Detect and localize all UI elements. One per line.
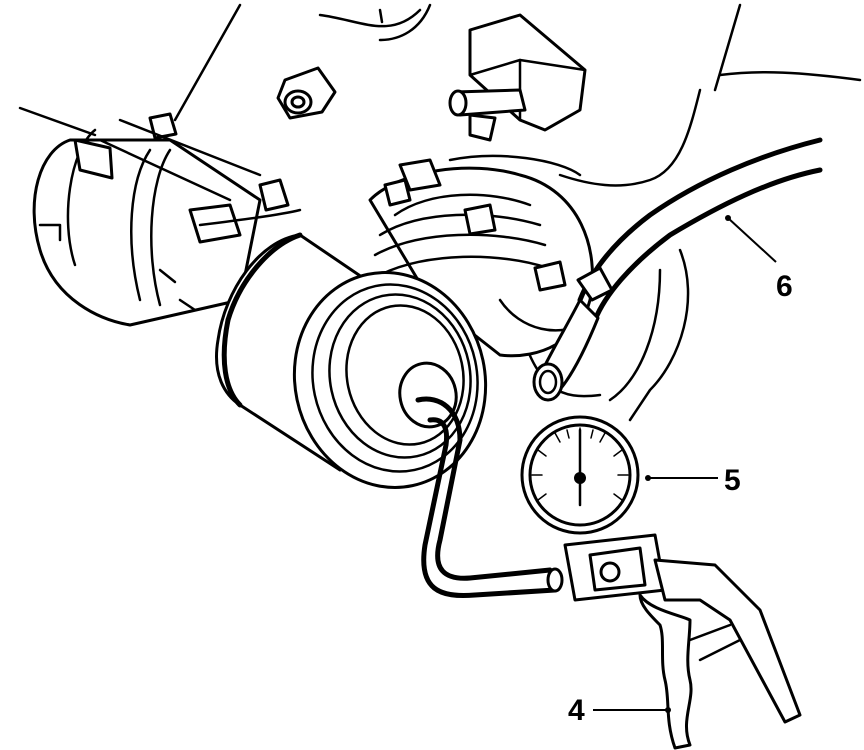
hose-clamp xyxy=(188,178,302,244)
hex-nut xyxy=(276,66,337,120)
test-adapter xyxy=(215,232,488,489)
hand-vacuum-pump xyxy=(563,533,802,750)
hose-coupling-rings xyxy=(368,154,594,358)
test-hose xyxy=(415,396,564,599)
sensor-connector xyxy=(448,13,587,142)
callout-label-6: 6 xyxy=(776,270,793,303)
callout-label-5: 5 xyxy=(724,464,741,497)
leader-line-6 xyxy=(727,217,777,263)
intake-hose-left xyxy=(32,112,262,327)
callout-label-4: 4 xyxy=(568,694,585,727)
vacuum-hose xyxy=(532,137,823,402)
pressure-gauge xyxy=(520,415,640,535)
